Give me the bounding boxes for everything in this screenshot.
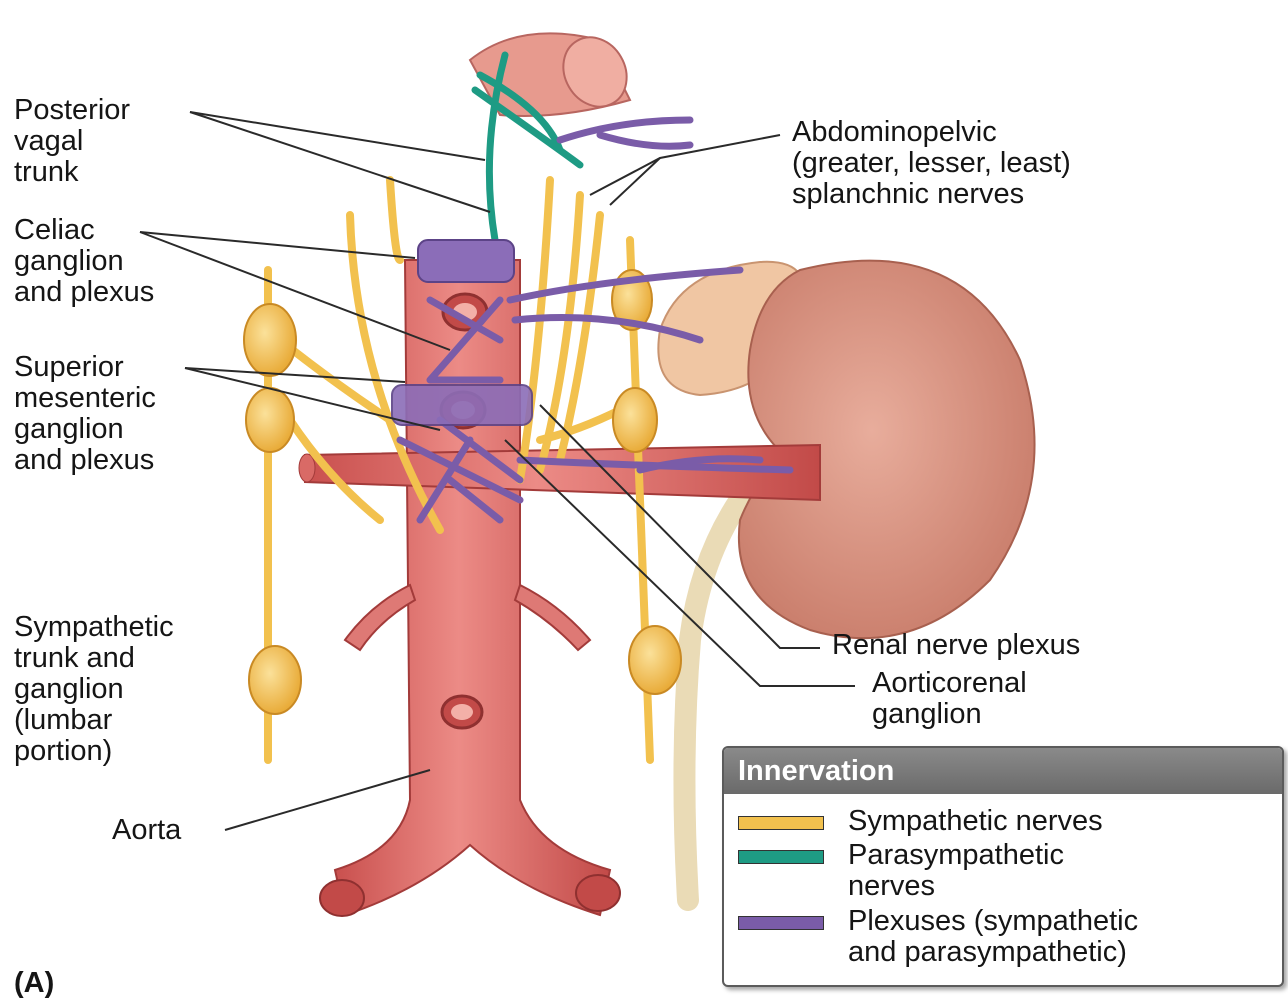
label-abdominopelvic: Abdominopelvic (greater, lesser, least) … <box>792 117 1071 210</box>
label-posterior-vagal-trunk: Posterior vagal trunk <box>14 95 130 188</box>
legend-label-plexuses: Plexuses (sympathetic and parasympatheti… <box>848 906 1138 968</box>
panel-label: (A) <box>14 968 54 999</box>
legend-label-sympathetic: Sympathetic nerves <box>848 806 1103 837</box>
legend-swatch-plexuses <box>738 916 824 930</box>
label-sympathetic-trunk: Sympathetic trunk and ganglion (lumbar p… <box>14 612 174 767</box>
legend-title: Innervation <box>724 748 1282 794</box>
legend-swatch-sympathetic <box>738 816 824 830</box>
label-renal-nerve-plexus: Renal nerve plexus <box>832 630 1080 661</box>
label-aorta: Aorta <box>112 815 181 846</box>
label-aorticorenal-ganglion: Aorticorenal ganglion <box>872 668 1027 730</box>
legend-label-parasympathetic: Parasympathetic nerves <box>848 840 1064 902</box>
label-superior-mesenteric: Superior mesenteric ganglion and plexus <box>14 352 156 476</box>
superior-mesenteric-ganglion <box>392 385 532 425</box>
legend: Innervation Sympathetic nerves Parasympa… <box>722 746 1284 987</box>
legend-swatch-parasympathetic <box>738 850 824 864</box>
celiac-ganglion <box>418 240 514 282</box>
label-celiac-ganglion: Celiac ganglion and plexus <box>14 215 154 308</box>
